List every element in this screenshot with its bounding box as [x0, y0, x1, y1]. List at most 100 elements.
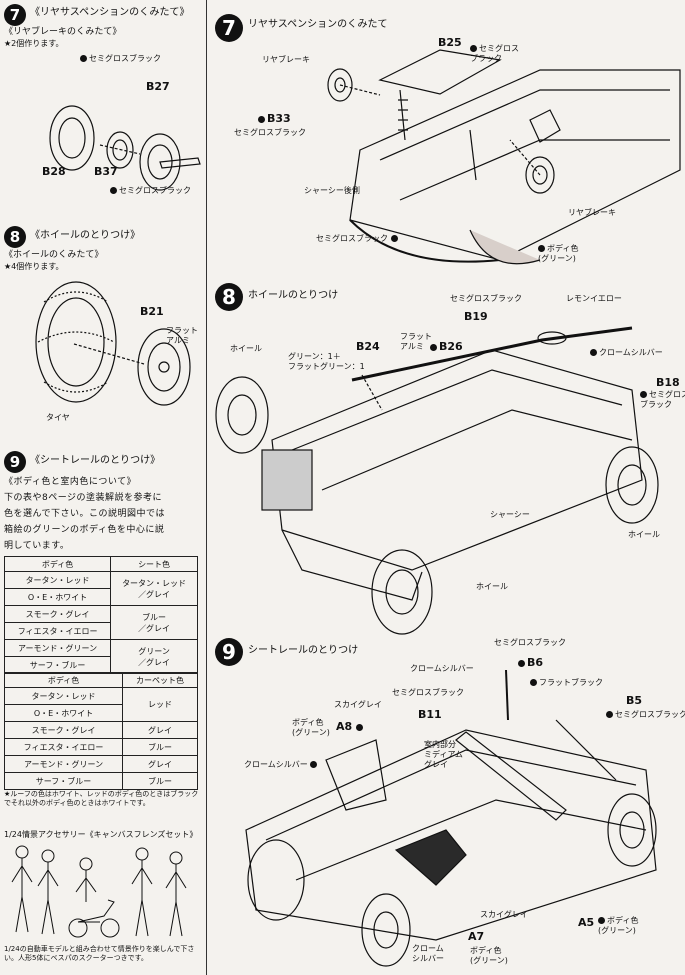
table-header: ボディ色 — [3, 672, 124, 688]
step-7-badge: 7 — [215, 14, 243, 42]
table-cell: ブルー ／グレイ — [110, 605, 198, 640]
part-b26: B26 — [430, 340, 463, 353]
table-cell: スモーク・グレイ — [3, 605, 112, 623]
wheel-installation-diagram — [215, 326, 659, 635]
step-8-heading-left: 《ホイールのとりつけ》 — [30, 230, 141, 241]
sgb-color-s8: セミグロスブラック — [450, 294, 522, 303]
part-b33: B33 — [258, 112, 291, 125]
table-header: ボディ色 — [3, 556, 112, 572]
table-cell: ブルー — [122, 772, 198, 790]
table-cell: サーフ・ブルー — [3, 656, 112, 674]
color-label: セミグロスブラック — [119, 186, 191, 195]
b25-color: セミグロス ブラック — [470, 44, 519, 64]
part-b11: B11 — [418, 708, 442, 721]
table-cell: アーモンド・グリーン — [3, 755, 124, 773]
color-label: クロームシルバー — [599, 348, 663, 357]
wheel-label-bottom: ホイール — [476, 582, 508, 591]
sgb-color-s9-top: セミグロスブラック — [494, 638, 566, 647]
table-cell: グリーン ／グレイ — [110, 639, 198, 674]
interior-medium-gray: 室内部分 ミディアム グレイ — [424, 740, 463, 769]
rear-brake-assembly-diagram — [49, 105, 201, 191]
b18-color: セミグロス ブラック — [640, 390, 685, 410]
part-b28: B28 — [42, 165, 66, 178]
lemon-yellow-label: レモンイエロー — [566, 294, 622, 303]
chassis-label: シャーシー — [490, 510, 530, 519]
part-code: A8 — [336, 720, 353, 733]
part-b37: B37 — [94, 165, 118, 178]
part-code: B26 — [439, 340, 463, 353]
part-code: B33 — [267, 112, 291, 125]
table-cell: タータン・レッド ／グレイ — [110, 571, 198, 606]
desc-line: 下の表や8ページの塗装解説を参考に — [4, 493, 163, 503]
table-cell: グレイ — [122, 721, 198, 739]
paint-dot-icon — [356, 723, 364, 731]
body-color-a5: ボディ色 (グリーン) — [598, 916, 638, 936]
desc-line: 《ボディ色と室内色について》 — [4, 477, 137, 487]
seat-color-table: ボディ色 シート色 タータン・レッドタータン・レッド ／グレイ O・E・ホワイト… — [3, 556, 198, 674]
part-a7: A7 — [468, 930, 485, 943]
roof-color-note: ★ルーフの色はホワイト、レッドのボディ色のときはブラックでそれ以外のボディ色のと… — [4, 790, 199, 807]
step-7-sub-left: 《リヤブレーキのくみたて》 — [4, 27, 122, 37]
step-7-heading-left: 《リヤサスペンションのくみたて》 — [30, 7, 190, 18]
paint-dot-icon — [518, 659, 525, 667]
color-label: セミグロスブラック — [316, 234, 388, 243]
part-b25: B25 — [438, 36, 462, 49]
sgb-color-s9-2: セミグロスブラック — [392, 688, 464, 697]
color-label: ボディ色 (グリーン) — [538, 244, 579, 263]
color-label: フラットブラック — [539, 678, 603, 687]
step-8-heading: ホイールのとりつけ — [248, 290, 339, 301]
paint-dot-icon — [640, 391, 647, 398]
step-8-qty: ★4個作ります。 — [4, 262, 64, 271]
paint-dot-icon — [470, 45, 477, 52]
table-cell: タータン・レッド — [3, 687, 124, 705]
chrome-silver-s9: クロームシルバー — [410, 664, 474, 673]
paint-dot-icon — [110, 187, 117, 194]
part-code: B6 — [527, 656, 544, 669]
b5-color: セミグロスブラック — [606, 710, 685, 720]
step-7-qty: ★2個作ります。 — [4, 39, 64, 48]
paint-dot-icon — [258, 115, 265, 123]
step-9-badge-left: 9 — [4, 451, 26, 473]
step-7-color-2: セミグロスブラック — [110, 186, 191, 196]
paint-dot-icon — [590, 349, 597, 356]
sky-gray-s9-2: スカイグレイ — [480, 910, 528, 919]
table-header: カーペット色 — [122, 672, 198, 688]
paint-dot-icon — [390, 235, 398, 242]
table-cell: サーフ・ブルー — [3, 772, 124, 790]
sgb-color-s7: セミグロスブラック — [316, 234, 400, 244]
b33-color: セミグロスブラック — [234, 128, 306, 137]
chrome-silver-a7: クローム シルバー — [412, 944, 444, 963]
sky-gray-s9: スカイグレイ — [334, 700, 382, 709]
color-label: セミグロスブラック — [89, 54, 161, 63]
part-a8: A8 — [336, 720, 365, 733]
paint-dot-icon — [606, 711, 613, 718]
step-7-color-1: セミグロスブラック — [80, 54, 161, 64]
body-color-a7: ボディ色 (グリーン) — [470, 946, 508, 965]
flat-aluminum-s8: フラット アルミ — [400, 332, 432, 351]
step-7-heading: リヤサスペンションのくみたて — [248, 19, 388, 30]
step-8-badge: 8 — [215, 283, 243, 311]
carpet-color-table: ボディ色 カーペット色 タータン・レッドレッド O・E・ホワイト スモーク・グレ… — [3, 672, 198, 790]
rear-brake-label-right: リヤブレーキ — [568, 208, 616, 217]
step-8-color-flat-aluminum: フラット アルミ — [166, 326, 198, 345]
seat-rail-diagram — [245, 669, 657, 967]
table-cell: レッド — [122, 687, 198, 722]
part-b21: B21 — [140, 305, 164, 318]
color-label: ボディ色 (グリーン) — [598, 916, 639, 935]
color-label: セミグロス ブラック — [470, 44, 519, 63]
body-color-a8: ボディ色 (グリーン) — [292, 718, 330, 737]
flat-black-s9: フラットブラック — [530, 678, 603, 688]
wheel-label-left: ホイール — [230, 344, 262, 353]
part-b5: B5 — [626, 694, 643, 707]
tire-label: タイヤ — [46, 413, 70, 422]
part-b6: B6 — [518, 656, 543, 669]
paint-dot-icon — [598, 917, 605, 924]
part-b18: B18 — [656, 376, 680, 389]
body-color-s7: ボディ色 (グリーン) — [538, 244, 578, 264]
paint-dot-icon — [538, 245, 545, 252]
table-cell: O・E・ホワイト — [3, 704, 124, 722]
step-9-heading: シートレールのとりつけ — [248, 645, 359, 656]
color-label: クロームシルバー — [244, 760, 308, 769]
desc-line: 明しています。 — [4, 541, 70, 551]
rear-suspension-diagram — [327, 49, 681, 265]
